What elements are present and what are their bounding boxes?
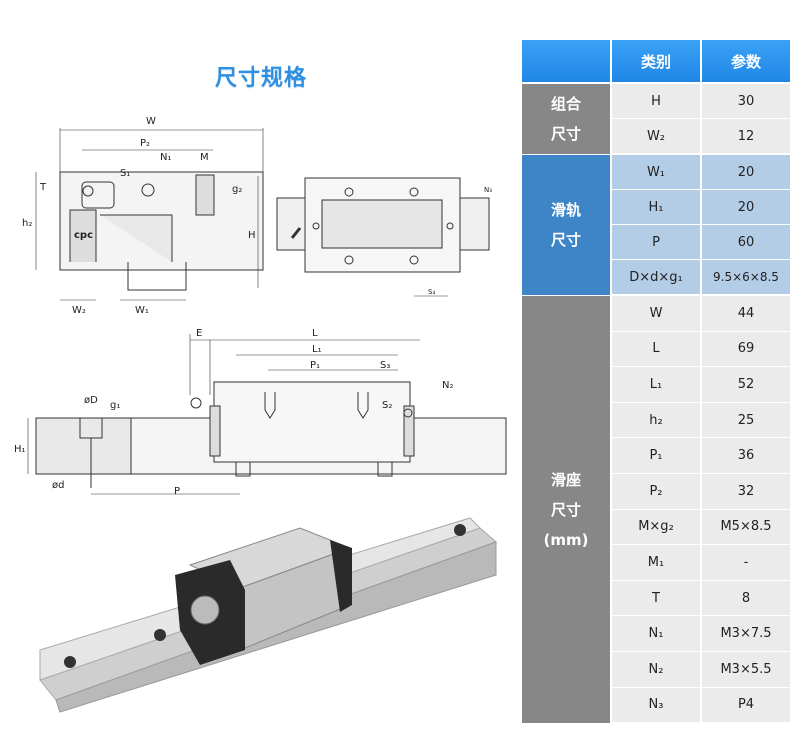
label-H: H [248,230,256,241]
group-label-line: 滑座 [550,470,581,489]
label-S3: S₃ [380,360,390,371]
row-key: H₁ [612,190,700,225]
row-key: L [612,331,700,368]
group-label-line: (mm) [543,530,589,549]
header-parameter: 参数 [702,40,790,82]
label-L1: L₁ [312,344,322,355]
label-D: øD [84,395,98,406]
label-H1: H₁ [14,444,26,455]
group-label-line: 滑轨 [550,201,581,219]
product-illustration [39,517,497,713]
row-key: P₁ [612,438,700,474]
row-value: 32 [702,474,790,510]
row-key: M×g₂ [612,509,700,546]
front-view-drawing [35,128,264,301]
cpc-logo: cpc [74,230,93,241]
label-N1: N₁ [160,152,172,163]
group-label-line: 尺寸 [550,231,581,249]
row-key: P [612,225,700,260]
row-key: M₁ [612,545,700,581]
row-value: 36 [702,438,790,474]
label-L: L [312,328,318,339]
row-key: N₂ [612,652,700,688]
label-S4: S₄ [428,288,435,296]
row-value: 8 [702,580,790,617]
label-E: E [196,328,202,339]
row-value: - [702,545,790,581]
row-key: W₂ [612,119,700,154]
row-value: 12 [702,119,790,154]
row-value: P4 [702,687,790,724]
header-blank [522,40,610,82]
label-S1: S₁ [120,168,130,179]
label-N3: N₃ [484,186,492,194]
group-label-line: 尺寸 [550,500,581,519]
label-W: W [146,116,156,127]
label-g1: g₁ [110,400,120,411]
header-category: 类别 [612,40,700,82]
group-label-line: 组合 [550,95,581,113]
label-P2: P₂ [140,138,150,149]
row-key: h₂ [612,402,700,439]
technical-drawings: W P₂ N₁ M S₁ T g₂ h₂ H cpc W₂ W₁ N₃ S₄ [14,116,507,713]
row-value: 44 [702,296,790,332]
row-value: 52 [702,367,790,403]
row-key: P₂ [612,474,700,510]
row-value: 9.5×6×8.5 [702,260,790,295]
label-T: T [39,182,47,193]
label-W2: W₂ [72,305,86,316]
row-value: 30 [702,84,790,119]
label-S2: S₂ [382,400,392,411]
row-value: 25 [702,402,790,439]
label-h2: h₂ [22,218,32,229]
row-value: M3×5.5 [702,652,790,688]
row-value: 20 [702,190,790,225]
group-combined-size: 组合 尺寸 [522,84,610,154]
row-key: W [612,296,700,332]
row-value: M5×8.5 [702,509,790,546]
label-P1: P₁ [310,360,320,371]
label-P: P [174,486,180,497]
row-key: L₁ [612,367,700,403]
group-rail-size: 滑轨 尺寸 [522,155,610,295]
row-key: T [612,580,700,617]
row-value: 60 [702,225,790,260]
group-slider-size: 滑座 尺寸 (mm) [522,296,610,723]
row-key: N₁ [612,616,700,652]
row-key: D×d×g₁ [612,260,700,295]
label-g2: g₂ [232,184,242,195]
page-title: 尺寸规格 [214,66,307,91]
label-M: M [200,152,209,163]
row-value: M3×7.5 [702,616,790,652]
row-value: 20 [702,155,790,190]
row-value: 69 [702,331,790,368]
row-key: W₁ [612,155,700,190]
side-view-drawing [27,334,507,495]
row-key: N₃ [612,687,700,724]
group-label-line: 尺寸 [550,125,581,143]
label-N2: N₂ [442,380,454,391]
row-key: H [612,84,700,119]
top-view-drawing [276,177,490,297]
label-d: ød [52,480,64,491]
label-W1: W₁ [135,305,149,316]
